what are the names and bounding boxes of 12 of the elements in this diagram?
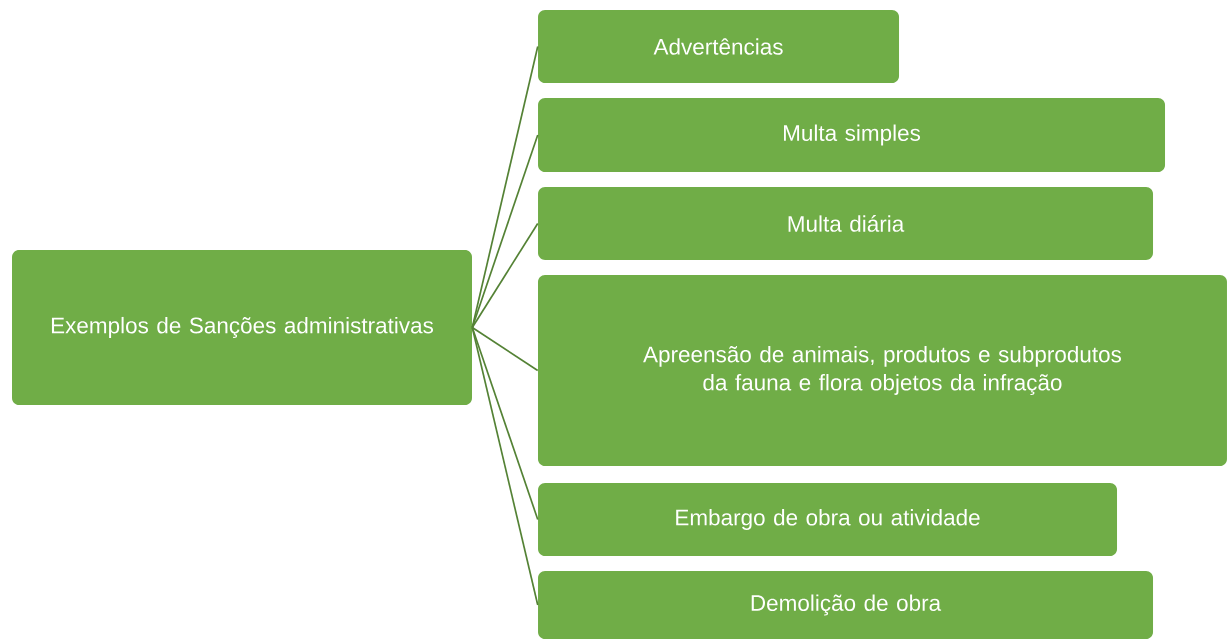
connector-line (471, 222, 539, 329)
connector-line (471, 134, 539, 329)
connector-line (471, 326, 539, 606)
process-box: Demolição de obra (538, 571, 1153, 639)
process-box: Advertências (538, 10, 900, 83)
process-box: Apreensão de animais, produtos e subprodutos da fauna e flora objetos da infração (538, 274, 1227, 466)
connector-line (471, 326, 539, 372)
process-box: Embargo de obra ou atividade (538, 482, 1117, 556)
connector-line (471, 326, 539, 521)
process-box: Multa simples (538, 98, 1165, 172)
process-box: Exemplos de Sanções administrativas (12, 249, 472, 405)
process-box: Multa diária (538, 186, 1153, 260)
